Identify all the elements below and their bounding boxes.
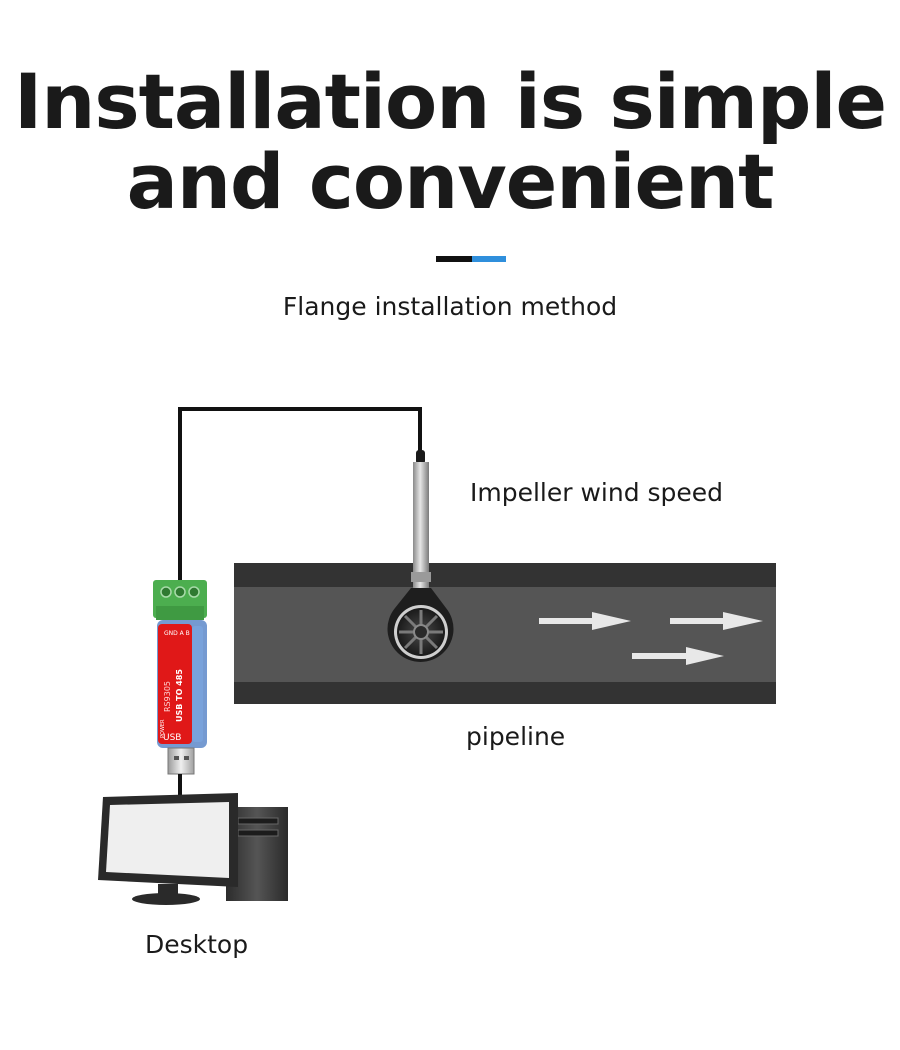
tower-drive-bay-2 xyxy=(237,829,279,837)
monitor-stand-neck xyxy=(158,884,178,894)
usb-485-converter: GND A B RS9305 USB TO 485 USB POWER xyxy=(153,580,207,775)
sensor-cable-gland xyxy=(416,450,425,464)
headline-line-2: and convenient xyxy=(126,137,775,226)
accent-divider xyxy=(436,256,506,262)
flow-arrow-3 xyxy=(632,647,724,665)
label-desktop: Desktop xyxy=(145,930,249,959)
accent-divider-dark xyxy=(436,256,472,262)
monitor-screen xyxy=(106,802,229,878)
usb-plug-slot-2 xyxy=(184,756,189,760)
headline-line-1: Installation is simple xyxy=(13,57,887,146)
converter-brand: RS9305 xyxy=(163,681,172,712)
label-impeller-sensor: Impeller wind speed xyxy=(470,478,724,507)
flow-arrow-2 xyxy=(670,612,763,630)
pipe-inner-channel xyxy=(234,587,776,682)
terminal-block-base xyxy=(156,606,204,620)
terminal-screw-1 xyxy=(160,586,172,598)
sensor-rod-joint xyxy=(411,572,431,582)
impeller-sensor xyxy=(387,450,454,662)
terminal-screw-2 xyxy=(174,586,186,598)
accent-divider-blue xyxy=(472,256,506,262)
converter-board-edge xyxy=(192,626,203,742)
flow-arrow-1 xyxy=(539,612,631,630)
sensor-rod xyxy=(413,462,429,590)
converter-terminal-labels: GND A B xyxy=(164,630,190,637)
converter-port-label: USB xyxy=(163,733,181,743)
subtitle: Flange installation method xyxy=(282,292,618,321)
flow-arrows xyxy=(539,612,763,665)
terminal-screw-3 xyxy=(188,586,200,598)
desktop-computer xyxy=(98,793,288,905)
impeller-hub xyxy=(413,624,429,640)
monitor-stand-base xyxy=(132,893,200,905)
signal-cable xyxy=(178,407,422,582)
pipeline xyxy=(234,563,776,704)
converter-power-label: POWER xyxy=(160,719,166,738)
label-pipeline: pipeline xyxy=(466,722,566,751)
usb-plug-slot-1 xyxy=(174,756,179,760)
tower-drive-bay xyxy=(237,817,279,825)
converter-board xyxy=(158,624,192,744)
headline: Installation is simple and convenient xyxy=(0,62,900,222)
usb-plug xyxy=(167,747,195,775)
converter-model: USB TO 485 xyxy=(175,669,184,722)
